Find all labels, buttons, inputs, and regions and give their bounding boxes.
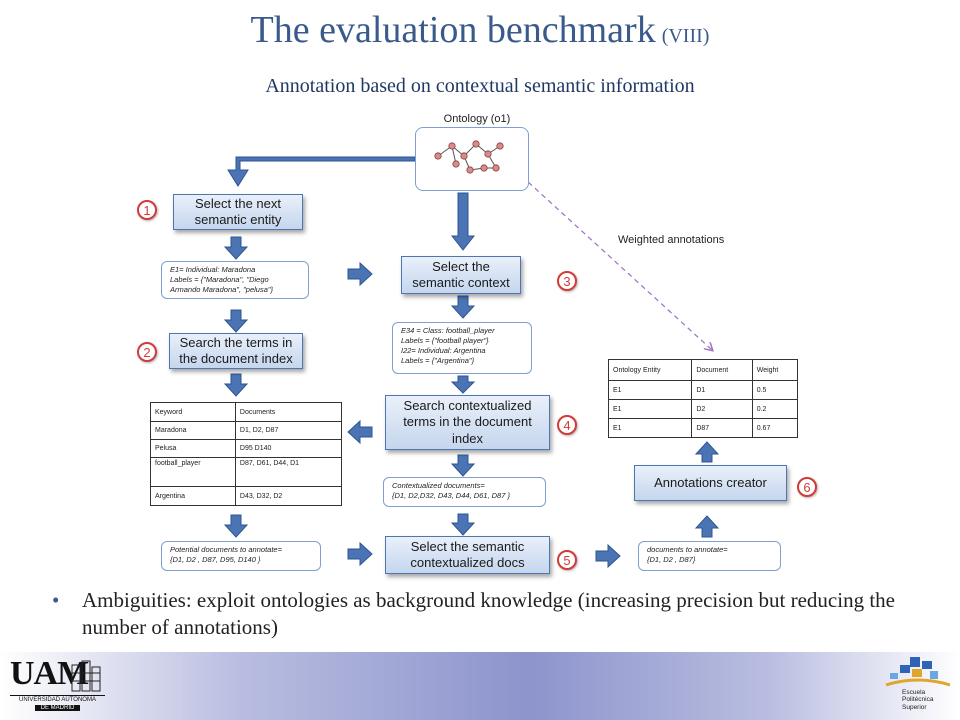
annotation-table: Ontology Entity Document Weight E1 D1 0.…: [607, 359, 799, 438]
step-select-docs: Select the semantic contextualized docs: [385, 536, 550, 574]
arrow-ontology-to-entity: [227, 156, 416, 187]
table-row: E1 D1 0.5: [607, 380, 799, 400]
table-cell: 0.67: [751, 418, 799, 438]
documents-header: Documents: [234, 402, 343, 422]
bullet-icon: •: [52, 588, 60, 612]
arrow-down-1: [223, 236, 249, 260]
eps-logo-icon: [885, 657, 951, 687]
annotation-table-header: Ontology Entity Document Weight: [607, 359, 799, 381]
uam-logo-sub2: DE MADRID: [35, 705, 80, 711]
table-cell: E1: [607, 399, 693, 419]
ontology-graph-icon: [434, 140, 504, 174]
weighted-annotations-arrow: [514, 169, 712, 350]
docs-to-annotate-note: documents to annotate={D1, D2 , D87}: [638, 541, 781, 571]
document-header: Document: [691, 359, 753, 381]
entity-header: Ontology Entity: [607, 359, 693, 381]
uam-logo: UAM UNIVERSIDAD AUTONOMA DE MADRID: [10, 655, 105, 717]
table-cell: Maradona: [150, 421, 236, 440]
arrow-down-3: [223, 373, 249, 397]
step-select-entity: Select the next semantic entity: [173, 194, 303, 230]
step-badge-4: 4: [557, 415, 577, 435]
step-annotations-creator: Annotations creator: [634, 465, 787, 501]
keyword-table-header: Keyword Documents: [150, 402, 343, 422]
potential-docs-note: Potential documents to annotate={D1, D2 …: [161, 541, 321, 571]
weighted-annotations-label: Weighted annotations: [618, 234, 725, 246]
arrow-down-9: [450, 513, 476, 536]
eps-logo-text: Escuela Politécnica Superior: [902, 689, 934, 711]
arrow-right-1: [347, 261, 373, 287]
arrow-down-7: [450, 375, 476, 394]
step-badge-3: 3: [557, 271, 577, 291]
table-row: E1 D87 0.67: [607, 418, 799, 438]
arrow-down-8: [450, 454, 476, 477]
step-badge-2: 2: [137, 342, 157, 362]
ontology-graph: [415, 127, 529, 191]
table-cell: D1, D2, D87: [234, 421, 343, 440]
step-badge-5: 5: [557, 550, 577, 570]
slide-title: The evaluation benchmark(VIII): [0, 8, 960, 52]
arrow-up-2: [694, 441, 720, 463]
title-suffix: (VIII): [661, 25, 710, 47]
table-cell: E1: [607, 418, 693, 438]
table-cell: football_player: [150, 457, 236, 487]
arrow-down-2: [223, 309, 249, 333]
slide-subtitle: Annotation based on contextual semantic …: [265, 75, 695, 97]
step-search-terms: Search the terms in the document index: [169, 333, 303, 369]
step-search-contextualized: Search contextualized terms in the docum…: [385, 395, 550, 450]
table-cell: 0.2: [751, 399, 799, 419]
table-cell: E1: [607, 380, 693, 400]
step-badge-6: 6: [797, 477, 817, 497]
arrow-down-5: [450, 192, 476, 251]
table-cell: Pelusa: [150, 439, 236, 458]
table-row: Pelusa D95 D140: [150, 439, 343, 458]
arrow-left-1: [347, 419, 373, 445]
table-row: Maradona D1, D2, D87: [150, 421, 343, 440]
table-row: football_player D87, D61, D44, D1: [150, 457, 343, 487]
ontology-label: Ontology (o1): [443, 113, 511, 125]
keyword-table: Keyword Documents Maradona D1, D2, D87 P…: [150, 402, 343, 506]
table-row: Argentina D43, D32, D2: [150, 486, 343, 506]
table-cell: D1: [691, 380, 753, 400]
weight-header: Weight: [751, 359, 799, 381]
step-select-context: Select the semantic context: [401, 256, 521, 294]
arrow-down-6: [450, 295, 476, 319]
uam-building-icon: [71, 660, 101, 692]
arrow-right-2: [347, 541, 373, 567]
table-row: E1 D2 0.2: [607, 399, 799, 419]
uam-logo-sub1: UNIVERSIDAD AUTONOMA: [10, 695, 105, 703]
table-cell: Argentina: [150, 486, 236, 506]
table-cell: D87, D61, D44, D1: [234, 457, 343, 487]
arrow-down-4: [223, 514, 249, 538]
table-cell: D43, D32, D2: [234, 486, 343, 506]
step-badge-1: 1: [137, 200, 157, 220]
keyword-header: Keyword: [150, 402, 236, 422]
eps-logo: Escuela Politécnica Superior: [882, 655, 954, 719]
table-cell: 0.5: [751, 380, 799, 400]
footer-band: [0, 652, 960, 720]
table-cell: D87: [691, 418, 753, 438]
title-main: The evaluation benchmark: [250, 9, 656, 51]
arrow-up-1: [694, 515, 720, 538]
arrow-right-3: [595, 543, 621, 569]
bullet-text: Ambiguities: exploit ontologies as backg…: [82, 588, 895, 640]
contextualized-docs-note: Contextualized documents={D1, D2,D32, D4…: [383, 477, 546, 507]
table-cell: D95 D140: [234, 439, 343, 458]
table-cell: D2: [691, 399, 753, 419]
